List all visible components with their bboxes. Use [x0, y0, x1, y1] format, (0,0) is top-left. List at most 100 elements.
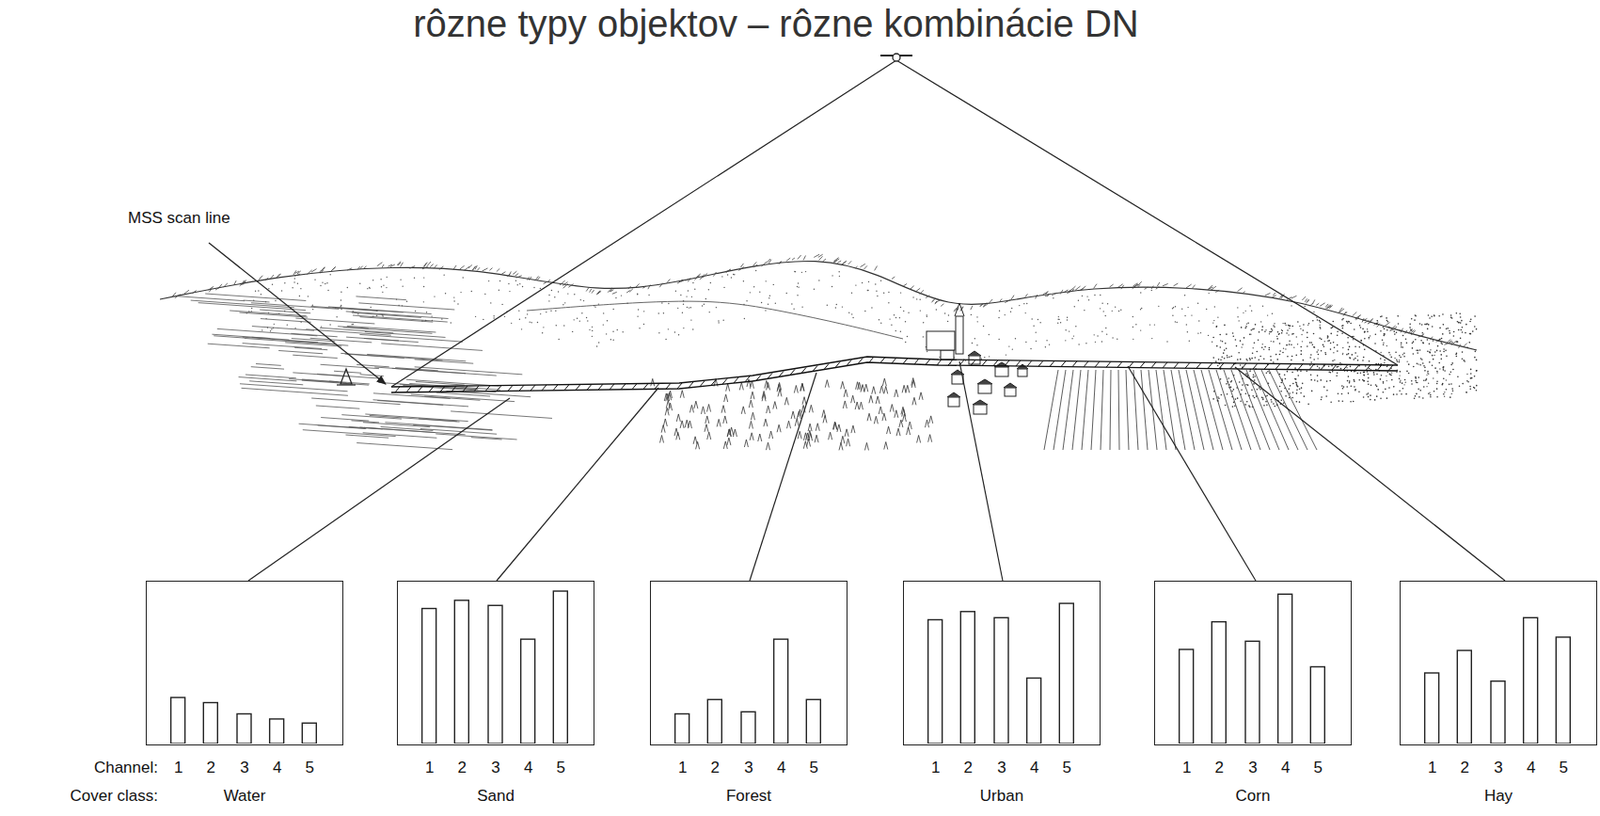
hay-stipple	[1286, 355, 1289, 358]
tree-tick	[1035, 294, 1038, 299]
hay-stipple	[1413, 318, 1416, 321]
water-hatch	[290, 332, 337, 336]
tree-mark	[907, 421, 912, 429]
terrain-dot	[976, 316, 978, 317]
scan-line-hatch	[1286, 364, 1292, 370]
hay-stipple	[1296, 383, 1299, 386]
hay-stipple	[1279, 373, 1282, 376]
tree-tick	[1080, 285, 1086, 290]
scan-line-hatch	[790, 368, 795, 375]
terrain-dot	[836, 303, 838, 305]
terrain-dot	[1172, 306, 1174, 308]
tree-mark	[784, 396, 789, 405]
terrain-dot	[563, 324, 565, 326]
terrain-dot	[1012, 348, 1014, 349]
tree-mark	[761, 391, 766, 399]
hay-stipple	[1433, 315, 1436, 317]
terrain-dot	[906, 335, 908, 337]
tree-tick	[1325, 303, 1329, 308]
tree-tick	[1429, 336, 1433, 341]
hay-stipple	[1389, 373, 1392, 376]
hay-stipple	[1458, 312, 1461, 315]
tree-tick	[306, 269, 312, 275]
water-hatch	[384, 422, 492, 430]
tree-mark	[871, 386, 876, 395]
hay-stipple	[1409, 326, 1411, 329]
hay-stipple	[1408, 363, 1410, 365]
terrain-dot	[508, 290, 510, 292]
hay-stipple	[1457, 329, 1460, 332]
hay-stipple	[1220, 355, 1223, 358]
hay-stipple	[1300, 349, 1303, 352]
terrain-dot	[880, 280, 882, 282]
tree-tick	[294, 273, 301, 276]
terrain-dot	[1216, 325, 1218, 327]
terrain-dot	[1060, 321, 1062, 323]
terrain-dot	[1175, 321, 1177, 323]
hay-stipple	[1252, 382, 1255, 385]
hay-stipple	[1228, 383, 1231, 386]
hill-ridge	[159, 260, 1477, 350]
hay-stipple	[1377, 388, 1379, 391]
hay-stipple	[1402, 387, 1405, 390]
scan-line-hatch	[778, 370, 784, 377]
terrain-dot	[550, 310, 552, 312]
tree-tick	[207, 285, 214, 290]
hay-stipple	[1218, 358, 1220, 361]
hay-stipple	[1294, 366, 1297, 369]
hay-stipple	[1450, 382, 1453, 385]
terrain-dot	[492, 315, 494, 317]
hay-stipple	[1393, 330, 1395, 333]
terrain-dot	[621, 331, 623, 333]
hay-stipple	[1423, 364, 1426, 367]
hay-stipple	[1442, 365, 1445, 368]
hay-stipple	[1410, 380, 1413, 382]
terrain-dot	[1058, 316, 1060, 317]
terrain-dot	[380, 285, 382, 287]
terrain-dot	[286, 323, 288, 325]
hay-stipple	[1417, 388, 1420, 391]
hay-stipple	[1469, 320, 1472, 323]
hay-stipple	[1400, 393, 1403, 396]
hay-stipple	[1230, 380, 1233, 383]
terrain-dot	[682, 303, 684, 305]
hay-stipple	[1241, 377, 1244, 380]
hay-stipple	[1362, 396, 1365, 398]
tree-tick	[982, 303, 988, 307]
terrain-dot	[753, 285, 755, 287]
terrain-dot	[1263, 348, 1265, 350]
hay-stipple	[1354, 357, 1357, 360]
hay-stipple	[1441, 366, 1444, 369]
tree-tick	[1133, 283, 1139, 288]
terrain-dot	[661, 301, 663, 303]
terrain-dot	[548, 300, 550, 301]
scan-line-hatch	[1388, 364, 1394, 371]
hay-stipple	[1268, 347, 1271, 349]
terrain-dot	[554, 310, 556, 312]
tree-mark	[824, 380, 829, 388]
hay-stipple	[1224, 404, 1227, 407]
terrain-dot	[1386, 380, 1388, 381]
tree-tick	[1329, 304, 1332, 308]
terrain-dot	[586, 316, 587, 318]
terrain-dot	[576, 317, 578, 319]
tree-tick	[1045, 290, 1048, 295]
tree-tick	[848, 260, 852, 265]
tree-tick	[797, 254, 802, 260]
terrain-dot	[1242, 312, 1244, 314]
channel-number: 3	[744, 758, 753, 777]
hay-stipple	[1336, 349, 1339, 352]
terrain-dot	[268, 287, 270, 289]
terrain-dot	[1093, 333, 1094, 335]
scan-line-hatch	[1354, 364, 1360, 370]
hay-stipple	[1359, 346, 1362, 349]
hay-stipple	[1349, 322, 1352, 325]
hay-stipple	[1427, 323, 1430, 326]
hay-stipple	[1315, 350, 1318, 353]
hay-stipple	[1302, 359, 1305, 362]
terrain-dot	[977, 320, 979, 322]
hay-stipple	[1401, 381, 1404, 384]
hay-stipple	[1442, 393, 1445, 396]
channel-bar	[806, 698, 821, 744]
tree-mark	[773, 401, 777, 410]
